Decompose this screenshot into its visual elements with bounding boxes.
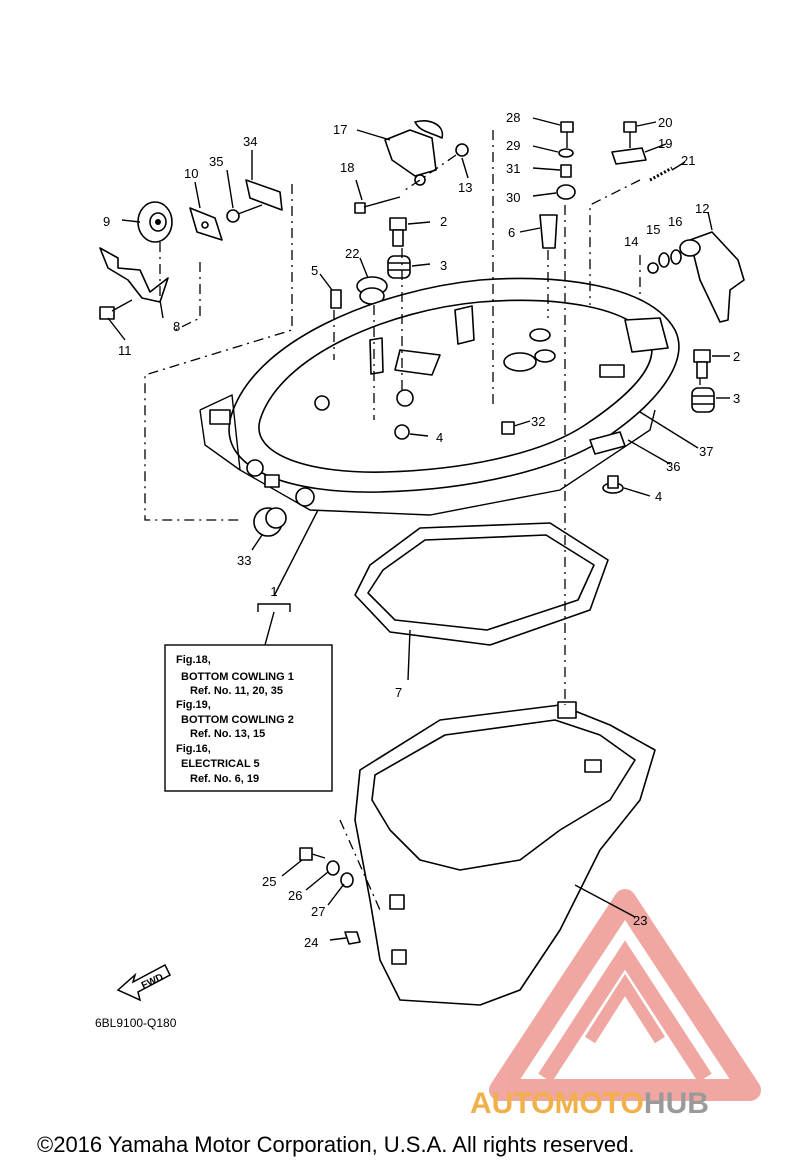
part-3-grommet-top	[387, 255, 411, 279]
watermark-logo	[489, 889, 761, 1101]
note-line-9: Ref. No. 6, 19	[190, 773, 259, 785]
callout-34: 34	[243, 134, 257, 149]
callout-32: 32	[531, 414, 545, 429]
note-line-8: ELECTRICAL 5	[181, 758, 260, 770]
copyright-notice: ©2016 Yamaha Motor Corporation, U.S.A. A…	[37, 1132, 634, 1157]
callout-30: 30	[506, 190, 520, 205]
callout-29: 29	[506, 138, 520, 153]
callout-27: 27	[311, 904, 325, 919]
part-5-plug	[330, 289, 342, 309]
part-31-collar	[560, 164, 572, 178]
callout-2-right: 2	[733, 349, 740, 364]
note-line-6: Ref. No. 13, 15	[190, 728, 265, 740]
part-2-bolt-top	[389, 217, 407, 247]
part-34-plate	[245, 179, 283, 211]
callout-15: 15	[646, 222, 660, 237]
callout-19: 19	[658, 136, 672, 151]
part-14-grommet	[647, 262, 659, 274]
part-25-bolt	[299, 847, 326, 861]
part-35-screw	[226, 204, 263, 223]
part-23-lower-cover	[354, 701, 656, 1006]
callout-1: 1	[270, 584, 277, 599]
drawing-code: 6BL9100-Q180	[95, 1016, 177, 1030]
callout-16: 16	[668, 214, 682, 229]
callout-36: 36	[666, 459, 680, 474]
callout-4-left: 4	[436, 430, 443, 445]
part-7-seal	[354, 522, 609, 646]
part-27-washer	[340, 872, 354, 888]
part-24-nut	[344, 931, 361, 945]
part-12-lever	[679, 231, 745, 323]
callout-13: 13	[458, 180, 472, 195]
callout-8: 8	[173, 319, 180, 334]
callout-26: 26	[288, 888, 302, 903]
part-20-screw	[623, 121, 637, 148]
part-2-bolt-right	[693, 349, 711, 379]
part-21-spring	[649, 166, 673, 182]
watermark-text: AUTOMOTOHUB	[470, 1087, 709, 1120]
note-line-2: BOTTOM COWLING 1	[181, 671, 294, 683]
callout-7: 7	[395, 685, 402, 700]
part-30-grommet	[556, 184, 576, 200]
reference-note-box: Fig.18, BOTTOM COWLING 1 Ref. No. 11, 20…	[164, 644, 333, 792]
part-3-grommet-right	[691, 387, 715, 413]
callout-23: 23	[633, 913, 647, 928]
note-line-5: BOTTOM COWLING 2	[181, 714, 294, 726]
bottom-cowling-body	[199, 277, 680, 516]
callout-2-top: 2	[440, 214, 447, 229]
callout-6: 6	[508, 225, 515, 240]
callout-21: 21	[681, 153, 695, 168]
part-11-screw	[99, 299, 133, 320]
part-18-bolt	[354, 196, 401, 214]
part-32-clip	[501, 421, 515, 435]
note-line-4: Fig.19,	[176, 699, 211, 711]
callout-14: 14	[624, 234, 638, 249]
leader-lines	[107, 117, 730, 941]
callout-22: 22	[345, 246, 359, 261]
callout-25: 25	[262, 874, 276, 889]
callout-12: 12	[695, 201, 709, 216]
part-13-grommet	[455, 143, 469, 157]
part-8-clip	[99, 247, 169, 303]
callout-18: 18	[340, 160, 354, 175]
part-26-washer	[326, 860, 340, 876]
callout-3-top: 3	[440, 258, 447, 273]
part-4-collar-right	[602, 475, 624, 494]
callout-9: 9	[103, 214, 110, 229]
fwd-arrow-icon: FWD	[116, 963, 171, 1002]
part-15-washer	[658, 252, 670, 268]
part-28-screw	[560, 121, 574, 148]
part-10-bracket	[189, 207, 223, 241]
callout-17: 17	[333, 122, 347, 137]
callout-28: 28	[506, 110, 520, 125]
note-line-3: Ref. No. 11, 20, 35	[190, 685, 283, 697]
callout-4-right: 4	[655, 489, 662, 504]
fwd-label: FWD	[140, 972, 165, 992]
assembly-lines	[144, 130, 701, 911]
callout-31: 31	[506, 161, 520, 176]
part-16-washer	[670, 249, 682, 265]
callout-33: 33	[237, 553, 251, 568]
part-17-clamp	[384, 120, 444, 186]
note-line-1: Fig.18,	[176, 654, 211, 666]
note-line-7: Fig.16,	[176, 743, 211, 755]
callout-35: 35	[209, 154, 223, 169]
callout-24: 24	[304, 935, 318, 950]
part-33-plug	[253, 507, 287, 537]
callout-20: 20	[658, 115, 672, 130]
part-19-plate	[611, 147, 647, 165]
part-9-grommet	[137, 201, 173, 243]
callout-11: 11	[118, 343, 132, 358]
callout-37: 37	[699, 444, 713, 459]
part-6-sensor	[539, 214, 558, 249]
callout-3-right: 3	[733, 391, 740, 406]
callout-numbers: 1 2 2 3 3 4 4 5 6 7 8 9 10 11 12 13 14 1…	[103, 110, 740, 950]
callout-10: 10	[184, 166, 198, 181]
callout-5: 5	[311, 263, 318, 278]
part-22-grommet	[356, 276, 388, 305]
part-29-washer	[558, 148, 574, 158]
